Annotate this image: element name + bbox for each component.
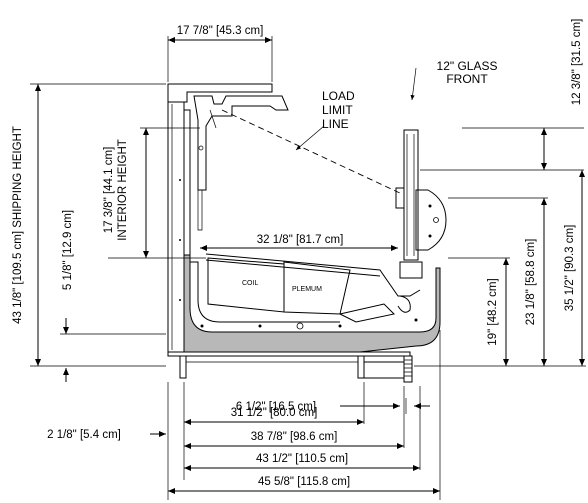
label-plenum: PLEMUM: [292, 286, 322, 293]
dim-front-height-3: 35 1/2" [90.3 cm]: [564, 225, 576, 312]
dim-width-3: 43 1/2" [110.5 cm]: [256, 453, 348, 465]
dim-front-offset: 6 1/2" [16.5 cm]: [236, 401, 316, 413]
dim-glass-height: 12 3/8" [31.5 cm]: [571, 19, 583, 106]
dim-interior-height-value: 17 3/8" [44.1 cm]: [103, 147, 115, 234]
dim-width-4: 45 5/8" [115.8 cm]: [258, 476, 350, 488]
glass-front-leader: [410, 67, 417, 101]
dim-shipping-height: 43 1/8" [109.5 cm] SHIPPING HEIGHT: [12, 126, 24, 324]
label-line: LINE: [322, 117, 349, 131]
label-coil: COIL: [242, 280, 258, 287]
dim-width-2: 38 7/8" [98.6 cm]: [251, 431, 338, 443]
display-case-body: [167, 83, 447, 383]
dimension-lines: [30, 36, 586, 500]
label-load: LOAD: [322, 89, 355, 103]
label-glass-front-1: 12" GLASS: [437, 59, 498, 73]
dim-front-height-2: 23 1/8" [58.8 cm]: [525, 239, 537, 326]
dim-width-1: 31 1/2" [80.0 cm]: [231, 407, 318, 419]
load-limit-leader: [295, 125, 325, 151]
label-glass-front-2: FRONT: [446, 72, 488, 86]
dim-front-height-1: 19" [48.2 cm]: [487, 278, 499, 345]
dim-interior-depth: 32 1/8" [81.7 cm]: [257, 234, 344, 246]
dim-interior-height-label: INTERIOR HEIGHT: [117, 139, 129, 241]
load-limit-line: [221, 109, 403, 195]
dim-base-height: 5 1/8" [12.9 cm]: [62, 210, 74, 290]
dim-top-width: 17 7/8" [45.3 cm]: [177, 25, 264, 37]
label-limit: LIMIT: [322, 103, 353, 117]
dim-rear-offset: 2 1/8" [5.4 cm]: [47, 429, 121, 441]
